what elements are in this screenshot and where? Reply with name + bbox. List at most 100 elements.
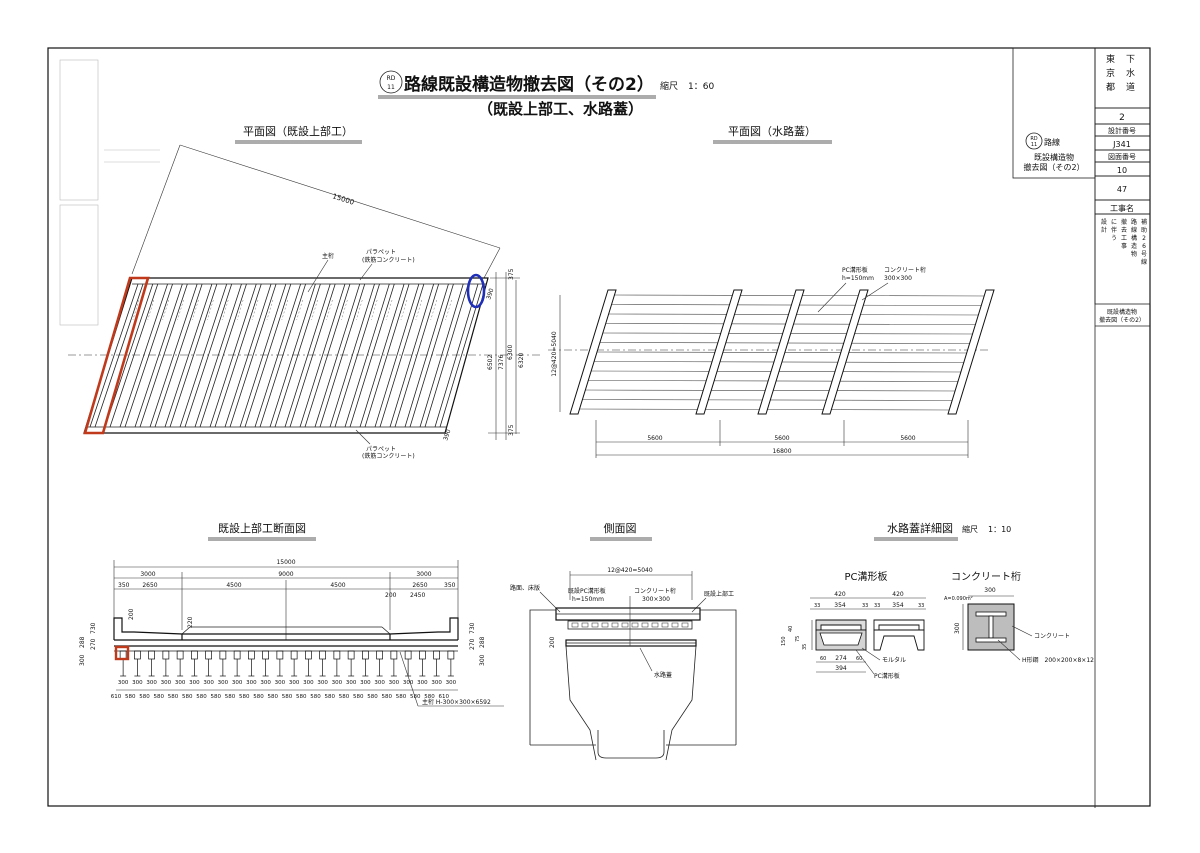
section-girder-spacing: 580 (154, 694, 165, 700)
deck-girder-line (374, 283, 420, 428)
detail-title: 水路蓋詳細図 (887, 521, 953, 535)
side-plate-tick (621, 622, 629, 628)
plan-upper-title: 平面図（既設上部工） (243, 124, 353, 138)
deck-girder-line (89, 283, 139, 428)
section-girder-width: 300 (118, 680, 129, 686)
deck-girder-dash (251, 299, 259, 321)
side-label-pc-sub: h=150mm (572, 596, 604, 603)
tb-route-badge-top: RD (1030, 136, 1037, 142)
section-girder-spacing: 580 (196, 694, 207, 700)
section-girders: 3006103005803005803005803005803005803005… (111, 650, 458, 700)
deck-girder-dash (162, 299, 169, 321)
label-parapet-top: パラペット (366, 249, 396, 256)
deck-girder-dash (221, 299, 229, 321)
tb-drawing-no: 10 (1117, 166, 1127, 175)
main-title-group: RD 11 路線既設構造物撤去図（その2） 縮尺 1：60 （既設上部工、水路蓋… (378, 70, 714, 118)
tb-org-2: 都 (1106, 82, 1115, 93)
tb-work-name-char: 撤 (1121, 218, 1127, 226)
section-girder-spacing: 580 (225, 694, 236, 700)
section-girder-width: 300 (431, 680, 442, 686)
deck-girder-line (284, 283, 331, 428)
detail-dim-75: 75 (795, 636, 801, 642)
deck-girder-line (404, 283, 449, 428)
side-plate-tick (641, 622, 649, 628)
tb-label-design-no: 設計番号 (1108, 126, 1136, 135)
section-girder-width: 300 (332, 680, 343, 686)
highlight-end-circle (466, 273, 486, 309)
section-dim-270-l: 270 (90, 638, 97, 650)
deck-girder-line (349, 283, 395, 428)
section-girder-spacing: 580 (253, 694, 264, 700)
deck-girder-dash (400, 299, 408, 321)
deck-girder-line (304, 283, 351, 428)
section-girder-width: 300 (218, 680, 229, 686)
tb-work-name-char: 事 (1121, 242, 1127, 250)
deck-girder-line (364, 283, 410, 428)
section-girder (191, 650, 198, 660)
section-girder-spacing: 580 (268, 694, 279, 700)
section-dim-3000-r: 3000 (416, 571, 431, 578)
section-girder-width: 300 (161, 680, 172, 686)
tb-org-3: 下 (1126, 55, 1135, 65)
tb-work-name-char: に (1111, 219, 1117, 226)
section-dim-350-l: 350 (118, 582, 130, 589)
tb-label-work-name: 工事名 (1110, 203, 1134, 213)
detail-dim-274: 274 (835, 655, 847, 662)
detail-dim-33-c: 33 (874, 603, 880, 609)
tb-route-badge-icon (1025, 132, 1043, 150)
tb-work-name-char: 構 (1131, 234, 1137, 242)
deck-girder-dash (177, 299, 184, 321)
section-girder-spacing: 580 (325, 694, 336, 700)
section-girder-width: 300 (260, 680, 271, 686)
deck-girder-line (164, 283, 213, 428)
main-subtitle: （既設上部工、水路蓋） (478, 100, 643, 118)
section-girder-spacing: 580 (424, 694, 435, 700)
section-girder-spacing: 580 (282, 694, 293, 700)
deck-girder-line (419, 283, 464, 428)
side-plate-tick (571, 622, 579, 628)
section-girder (433, 650, 440, 660)
label-pc-plate-sub: h=150mm (842, 275, 874, 282)
section-girder-width: 300 (146, 680, 157, 686)
side-plate-tick (651, 622, 659, 628)
deck-outline (83, 277, 489, 434)
detail-label-concrete: コンクリート (1034, 633, 1070, 640)
tb-work-name-char: 去 (1121, 226, 1127, 234)
main-scale-label: 縮尺 (660, 80, 678, 92)
highlight-first-section-girder (114, 645, 130, 661)
side-plate-tick (581, 622, 589, 628)
tb-work-name-char: 路 (1131, 218, 1137, 226)
deck-girder-line (119, 283, 168, 428)
side-plate-tick (601, 622, 609, 628)
section-girder (148, 650, 155, 660)
section-girder-spacing: 580 (353, 694, 364, 700)
section-girder (119, 650, 127, 660)
deck-girder-line (254, 283, 301, 428)
detail-label-hsteel: H形鋼 200×200×8×12 (1022, 656, 1094, 664)
tb-work-name-char: 工 (1121, 235, 1127, 242)
section-girder-width: 300 (360, 680, 371, 686)
deck-girder-line (184, 283, 233, 428)
section-girder (276, 650, 284, 660)
section-girder-spacing: 580 (125, 694, 136, 700)
section-girder-width: 300 (417, 680, 428, 686)
deck-girder-line (314, 283, 361, 428)
side-plate-ticks (571, 622, 689, 628)
side-plate-tick (611, 622, 619, 628)
deck-girder-dash (132, 299, 140, 321)
tb-design-no: J341 (1112, 140, 1131, 149)
section-girder (447, 650, 455, 660)
section-girder (248, 650, 255, 660)
section-dim-288-l: 288 (79, 636, 86, 648)
dim-6320: 6320 (518, 353, 525, 368)
deck-girder-dash (370, 299, 378, 321)
tb-total: 47 (1117, 185, 1127, 194)
tb-work-name-char: 6 (1142, 243, 1146, 250)
section-dim-730-r: 730 (469, 622, 476, 634)
detail-dim-33-d: 33 (918, 603, 924, 609)
section-girder-width: 300 (389, 680, 400, 686)
section-dim-270-r: 270 (469, 638, 476, 650)
cover-beams (569, 289, 995, 415)
deck-girder-line (269, 283, 316, 428)
